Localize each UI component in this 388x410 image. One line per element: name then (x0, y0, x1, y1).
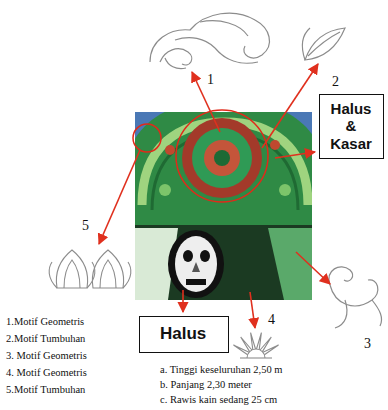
leader-arrow (262, 64, 318, 148)
callout-number: 1 (207, 72, 214, 88)
ornament-curve (329, 267, 352, 285)
motif-list-item: 1.Motif Geometris (6, 316, 84, 328)
petal (49, 262, 57, 288)
ornament-sketch (329, 267, 382, 328)
fabric (268, 228, 312, 300)
fan-sketch (234, 333, 279, 358)
ornament-curve (200, 21, 248, 36)
ornament-curve (175, 38, 215, 48)
flower-sketch (49, 250, 131, 288)
ornament-curve (372, 300, 382, 326)
leader-arrow (192, 72, 220, 132)
leader-arrow (99, 150, 140, 244)
motif-sketch (150, 13, 269, 68)
mask-eye (200, 250, 210, 262)
fan-ray (263, 345, 279, 355)
dimension-note: b. Panjang 2,30 meter (160, 379, 252, 391)
ornament-curve (150, 13, 269, 62)
ornament-curve (335, 300, 347, 328)
callout-number: 5 (82, 218, 89, 234)
ornament-curve (330, 280, 378, 306)
fan-ray (257, 333, 262, 350)
motif-list-item: 3. Motif Geometris (6, 350, 87, 362)
mandala (182, 118, 262, 198)
petal (56, 250, 87, 288)
callout-number: 3 (364, 336, 371, 352)
motif-list-item: 5.Motif Tumbuhan (6, 384, 85, 396)
quality-box: Halus & Kasar (319, 94, 384, 159)
mask-nose (192, 262, 200, 272)
callout-number: 4 (268, 312, 275, 328)
leader-arrows (99, 64, 330, 328)
mandala (204, 140, 240, 176)
leaf-vein (308, 32, 340, 56)
petal (100, 260, 116, 288)
quality-box: Halus (139, 316, 229, 353)
feather-eye (270, 140, 280, 150)
mask-photo (135, 112, 312, 300)
callout-number: 2 (332, 74, 339, 90)
fan-band (152, 134, 298, 210)
mandala (192, 128, 252, 188)
highlight-circle (176, 110, 268, 202)
box-text: Halus (160, 324, 206, 344)
ornament-curve (160, 49, 192, 65)
petal (92, 250, 123, 288)
fan-ray (251, 333, 256, 350)
ornament-curve (215, 48, 258, 63)
petal (123, 262, 131, 288)
motif-list-item: 2.Motif Tumbuhan (6, 333, 85, 345)
dimension-note: a. Tinggi keseluruhan 2,50 m (160, 364, 283, 376)
mask-mouth (186, 279, 206, 285)
mask-hair (168, 230, 224, 298)
leader-arrow (182, 290, 184, 312)
box-text: Halus & Kasar (327, 100, 375, 152)
mask-eye (183, 250, 193, 262)
leaf-sketch (302, 28, 345, 60)
highlight-circle (133, 124, 161, 152)
leader-arrow (296, 252, 330, 284)
fan-ray (241, 337, 252, 352)
mask-face (175, 236, 217, 292)
fan-arc (247, 349, 265, 358)
petal (64, 260, 80, 288)
feather-eye (279, 184, 291, 196)
leaf-outline (305, 28, 345, 60)
feather-eye (165, 145, 175, 155)
dimension-note: c. Rawis kain sedang 25 cm (160, 394, 277, 406)
petal (87, 262, 95, 288)
leader-arrow (275, 152, 315, 158)
motif-list-item: 4. Motif Geometris (6, 367, 87, 379)
mandala (214, 150, 230, 166)
leader-arrow (250, 292, 255, 328)
ornament-curve (165, 58, 186, 69)
fan-base (240, 357, 272, 358)
feather-eye (159, 184, 171, 196)
lower-band (135, 225, 312, 300)
feather-fan (135, 112, 312, 300)
